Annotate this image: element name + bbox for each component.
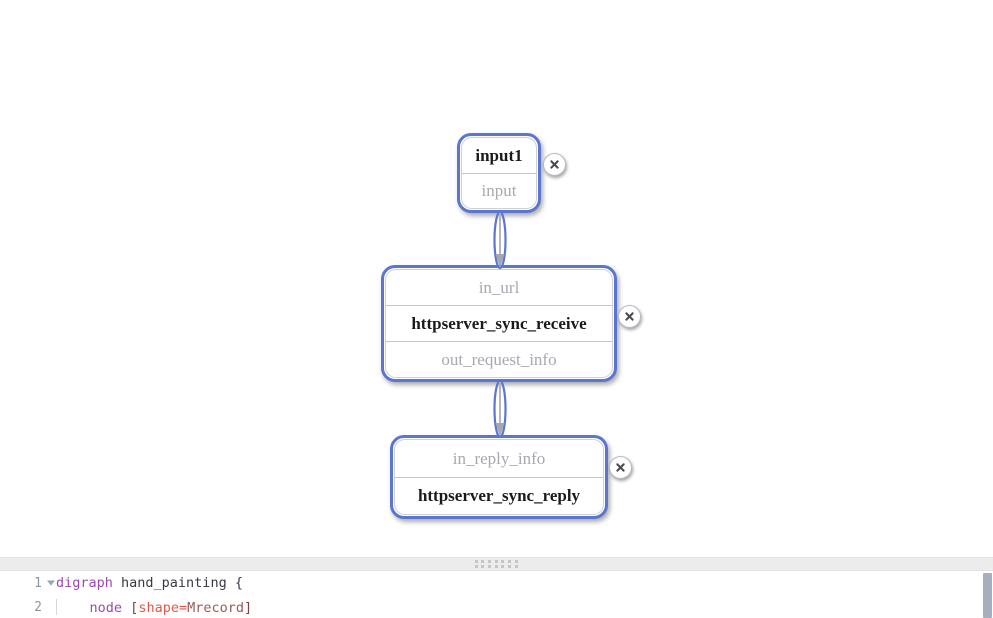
graph-node-body: input1 input bbox=[461, 137, 537, 209]
grip-dot bbox=[487, 560, 491, 563]
fold-toggle-icon[interactable] bbox=[47, 580, 55, 586]
grip-dot bbox=[508, 565, 512, 568]
code-token: Mrecord bbox=[187, 599, 244, 616]
code-token: node bbox=[89, 599, 123, 616]
indent-guide bbox=[56, 598, 57, 615]
grip-dot bbox=[508, 560, 512, 563]
code-token: ] bbox=[244, 599, 253, 616]
code-token: = bbox=[178, 599, 188, 616]
editor-vertical-scrollbar[interactable] bbox=[982, 571, 993, 618]
line-number: 2 bbox=[34, 599, 42, 615]
graph-node-title[interactable]: input1 bbox=[462, 138, 536, 174]
code-token: hand_painting { bbox=[112, 575, 243, 591]
grip-dot bbox=[501, 565, 505, 568]
grip-dot bbox=[494, 560, 498, 563]
grip-dot bbox=[501, 560, 505, 563]
edge-arrowhead bbox=[495, 254, 505, 268]
graph-node[interactable]: input1 input bbox=[457, 133, 541, 213]
grip-dot bbox=[514, 560, 518, 563]
code-token bbox=[122, 600, 130, 616]
graph-node-title[interactable]: httpserver_sync_receive bbox=[386, 306, 612, 342]
code-token: digraph bbox=[56, 575, 113, 591]
graph-edge[interactable] bbox=[491, 210, 509, 270]
grip-dot bbox=[481, 560, 485, 563]
graph-node[interactable]: in_reply_info httpserver_sync_reply bbox=[390, 435, 608, 519]
delete-node-icon[interactable] bbox=[618, 305, 641, 328]
delete-node-icon[interactable] bbox=[543, 153, 566, 176]
graph-node-body: in_reply_info httpserver_sync_reply bbox=[394, 439, 604, 515]
graph-node-port[interactable]: in_reply_info bbox=[395, 440, 603, 478]
grip-dot bbox=[474, 565, 478, 568]
splitter-grip-icon bbox=[474, 560, 519, 568]
graph-node-port[interactable]: input bbox=[481, 181, 517, 201]
code-token: shape bbox=[138, 599, 179, 616]
graph-node-port[interactable]: in_url bbox=[386, 270, 612, 306]
grip-dot bbox=[487, 565, 491, 568]
grip-dot bbox=[481, 565, 485, 568]
edge-arrowhead bbox=[495, 423, 505, 437]
close-icon bbox=[616, 463, 625, 472]
grip-dot bbox=[494, 565, 498, 568]
graph-node-port[interactable]: out_request_info bbox=[441, 350, 557, 369]
grip-dot bbox=[514, 565, 518, 568]
graph-node-title[interactable]: httpserver_sync_reply bbox=[417, 486, 581, 506]
close-icon bbox=[550, 160, 559, 169]
close-icon bbox=[625, 312, 634, 321]
delete-node-icon[interactable] bbox=[609, 456, 632, 479]
line-number: 1 bbox=[0, 576, 55, 591]
code-text[interactable]: digraph hand_painting { bbox=[46, 575, 993, 591]
code-token: [ bbox=[130, 599, 139, 616]
editor-scrollbar-thumb[interactable] bbox=[983, 573, 992, 618]
panel-splitter[interactable] bbox=[0, 557, 993, 571]
graph-edge[interactable] bbox=[491, 379, 509, 439]
code-text[interactable]: node [shape=Mrecord] bbox=[46, 598, 993, 616]
grip-dot bbox=[474, 560, 478, 563]
code-line[interactable]: 2 node [shape=Mrecord] bbox=[0, 595, 993, 618]
